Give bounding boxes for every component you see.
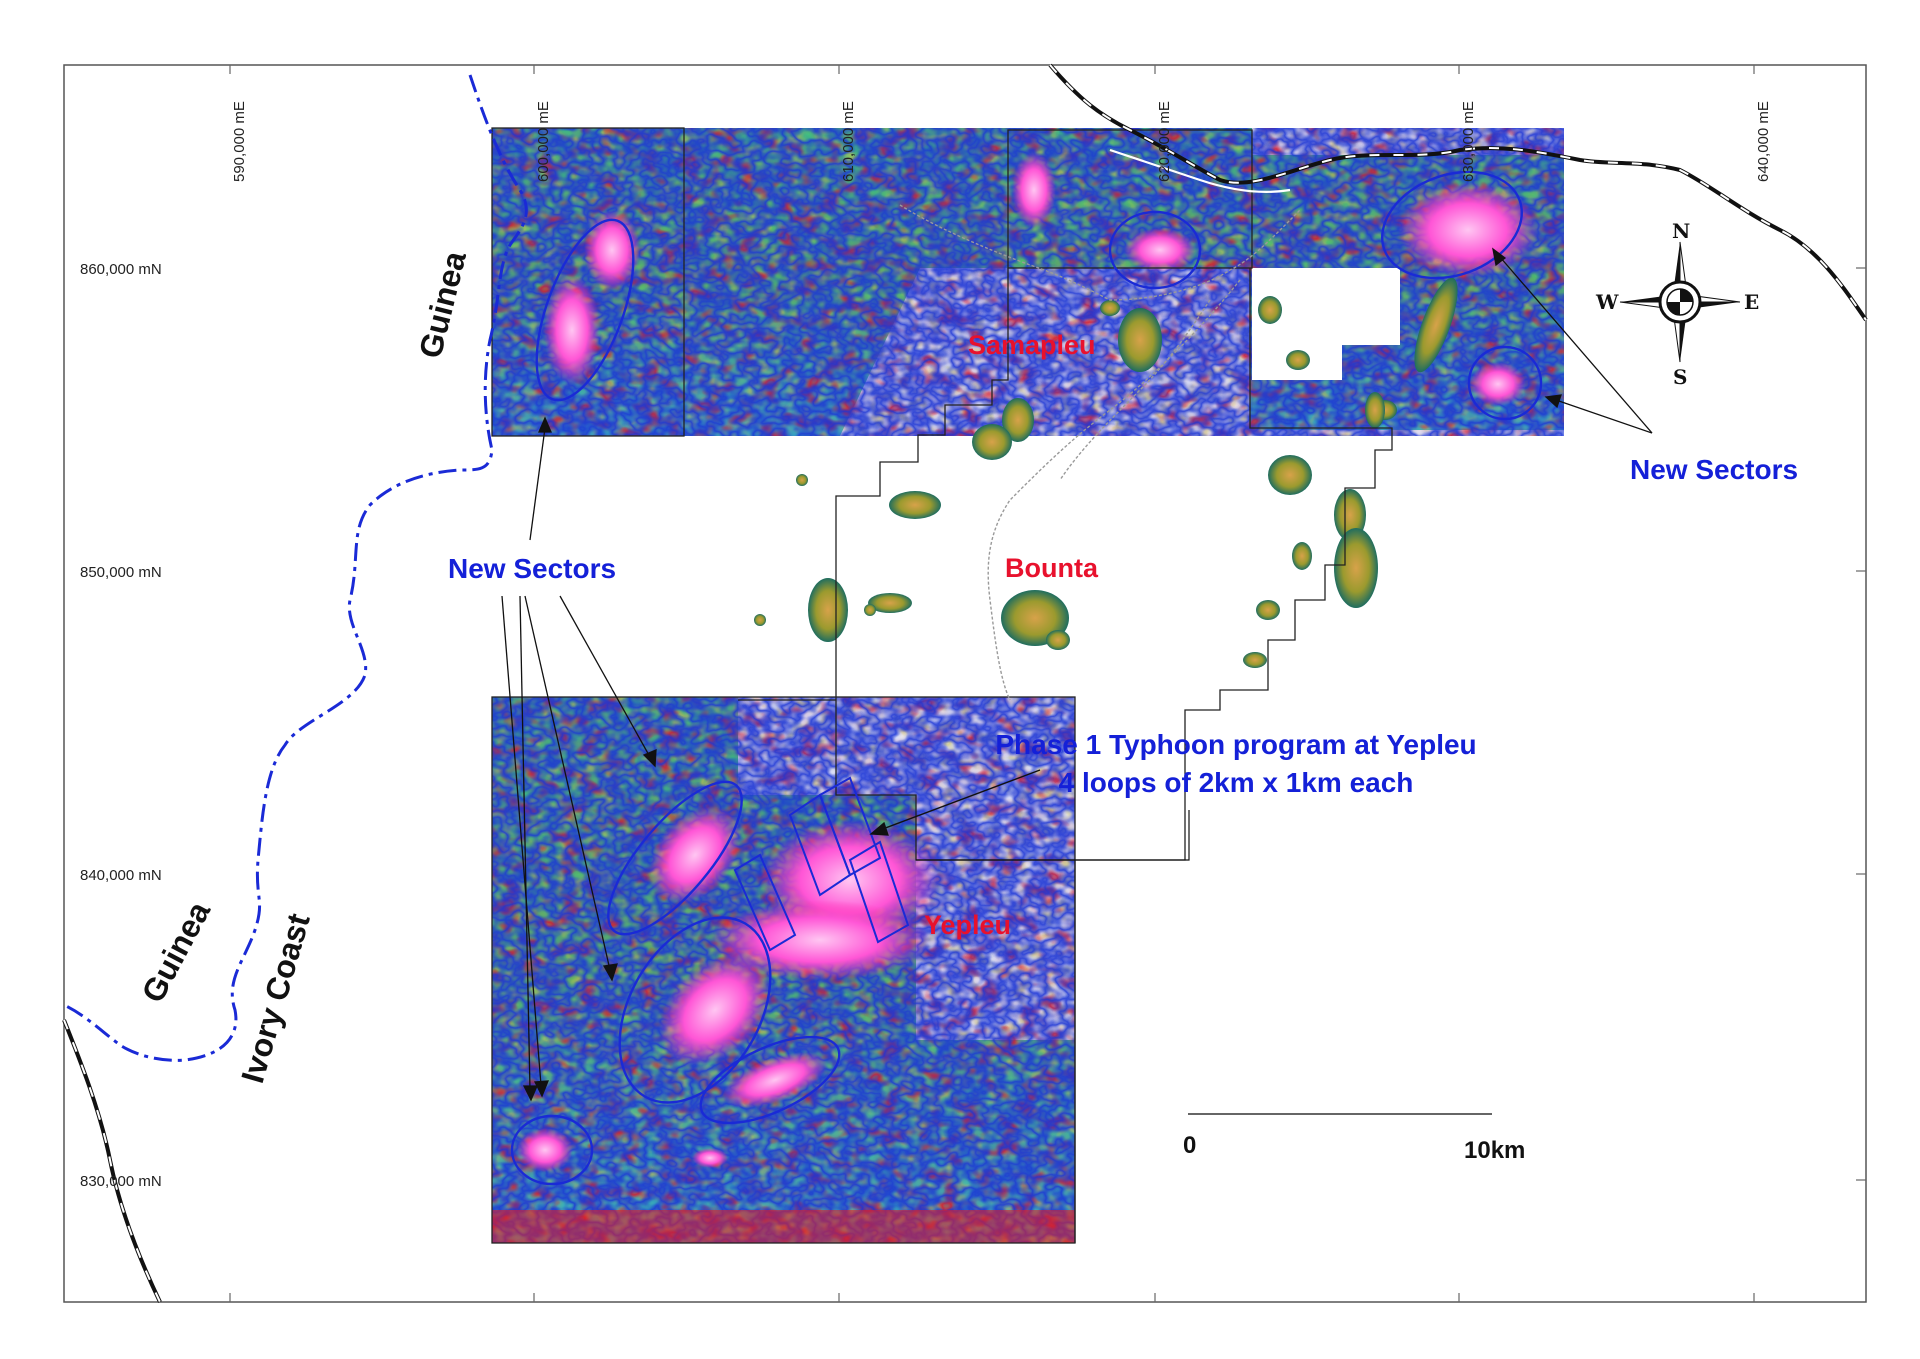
grid-ticks: [229, 65, 1866, 1302]
country-border: [63, 74, 528, 1062]
easting-label-590000: 590,000 mE: [231, 101, 248, 182]
new-sectors-label-east: New Sectors: [1630, 454, 1798, 485]
northing-label-860000: 860,000 mN: [80, 261, 162, 278]
easting-label-620000: 620,000 mE: [1156, 101, 1173, 182]
northing-label-830000: 830,000 mN: [80, 1173, 162, 1190]
roads: [62, 63, 1868, 1303]
rivers: [899, 204, 1301, 701]
easting-label-610000: 610,000 mE: [840, 101, 857, 182]
easting-label-630000: 630,000 mE: [1460, 101, 1477, 182]
annotation-arrows: [501, 247, 1653, 1102]
northing-label-850000: 850,000 mN: [80, 564, 162, 581]
northing-label-840000: 840,000 mN: [80, 867, 162, 884]
scale-bar-end: 10km: [1464, 1137, 1525, 1164]
new-sector-ellipses: [510, 170, 1543, 1186]
new-sectors-label-west: New Sectors: [448, 553, 616, 584]
compass-rose: N S W E: [1595, 219, 1759, 389]
northing-labels: 860,000 mN 850,000 mN 840,000 mN 830,000…: [80, 261, 162, 1190]
tenement-boundaries: [491, 127, 1393, 1244]
easting-label-600000: 600,000 mE: [535, 101, 552, 182]
scale-bar: 0 10km: [1183, 1113, 1525, 1164]
typhoon-callout-line: [916, 810, 1190, 861]
easting-label-640000: 640,000 mE: [1755, 101, 1772, 182]
compass-e: E: [1744, 290, 1759, 314]
scale-bar-start: 0: [1183, 1132, 1196, 1159]
place-label-bounta: Bounta: [1005, 553, 1099, 583]
place-label-samapleu: Samapleu: [968, 330, 1096, 360]
compass-s: S: [1673, 365, 1687, 389]
east-block-gap: [1252, 268, 1400, 380]
place-label-yepleu: Yepleu: [924, 910, 1011, 940]
compass-n: N: [1672, 219, 1690, 243]
easting-labels: 590,000 mE 600,000 mE 610,000 mE 620,000…: [231, 101, 1772, 182]
compass-w: W: [1595, 290, 1619, 314]
typhoon-loops: [733, 776, 910, 952]
anomalies-high: [517, 152, 1538, 1172]
typhoon-label-line1: Phase 1 Typhoon program at Yepleu: [995, 729, 1476, 760]
south-red-band: [492, 1210, 1075, 1243]
typhoon-label-line2: 4 loops of 2km x 1km each: [1059, 767, 1414, 798]
